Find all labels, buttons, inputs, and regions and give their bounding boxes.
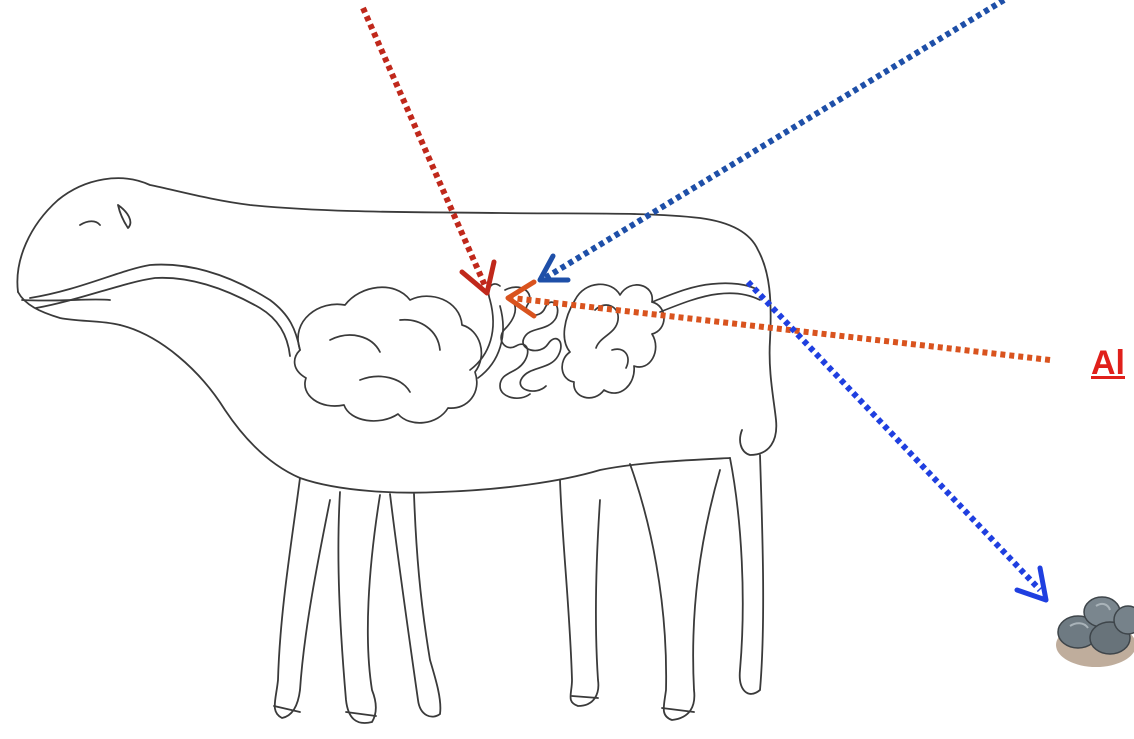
blue-arrow-lower xyxy=(748,282,1046,600)
sheep-outline-icon xyxy=(17,178,776,723)
intestine-icon xyxy=(295,283,760,423)
blue-arrow-upper xyxy=(540,0,1004,280)
right-label-partial: Al xyxy=(1091,344,1125,383)
orange-arrow xyxy=(508,282,1050,360)
dung-pellets-icon xyxy=(1056,597,1134,667)
red-arrow xyxy=(363,8,494,293)
